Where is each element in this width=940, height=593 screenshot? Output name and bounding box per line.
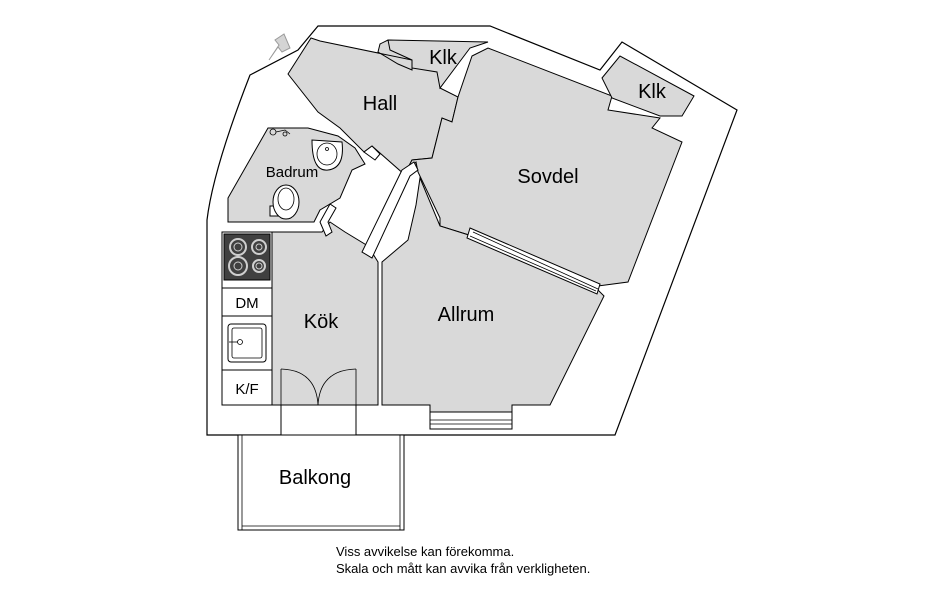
klk-hall-floor[interactable] bbox=[387, 39, 489, 90]
wall-segment bbox=[361, 161, 419, 259]
entrance-arrow-icon bbox=[268, 33, 291, 61]
dishwasher: DM bbox=[221, 287, 273, 317]
window bbox=[429, 411, 513, 430]
room-label-klk-hall: Klk bbox=[429, 47, 458, 69]
room-label-badrum: Badrum bbox=[266, 164, 319, 181]
room-label-balkong: Balkong bbox=[279, 467, 351, 489]
dishwasher-label: DM bbox=[235, 295, 258, 312]
sliding-wardrobe bbox=[466, 227, 601, 295]
room-label-kok: Kök bbox=[304, 311, 339, 333]
wall-segment bbox=[319, 203, 337, 237]
wall-segment bbox=[363, 145, 381, 161]
stove-icon bbox=[223, 233, 271, 281]
balcony-door bbox=[280, 368, 357, 436]
fridge-freezer: K/F bbox=[221, 369, 273, 406]
toilet-icon bbox=[269, 184, 300, 220]
kitchen-sink-icon bbox=[221, 315, 273, 371]
allrum-floor[interactable] bbox=[381, 176, 605, 413]
disclaimer-line-2: Skala och mått kan avvika från verklighe… bbox=[336, 561, 591, 576]
room-label-hall: Hall bbox=[363, 93, 397, 115]
washbasin-icon bbox=[311, 139, 343, 171]
shower-icon bbox=[269, 128, 291, 137]
disclaimer: Viss avvikelse kan förekomma. Skala och … bbox=[336, 543, 590, 577]
room-label-klk-sovdel: Klk bbox=[638, 81, 667, 103]
fridge-freezer-label: K/F bbox=[235, 381, 258, 398]
room-label-sovdel: Sovdel bbox=[517, 166, 578, 188]
room-label-allrum: Allrum bbox=[438, 304, 495, 326]
balkong-area[interactable] bbox=[237, 434, 405, 531]
klk-sovdel-floor[interactable] bbox=[601, 55, 695, 117]
disclaimer-line-1: Viss avvikelse kan förekomma. bbox=[336, 544, 515, 559]
